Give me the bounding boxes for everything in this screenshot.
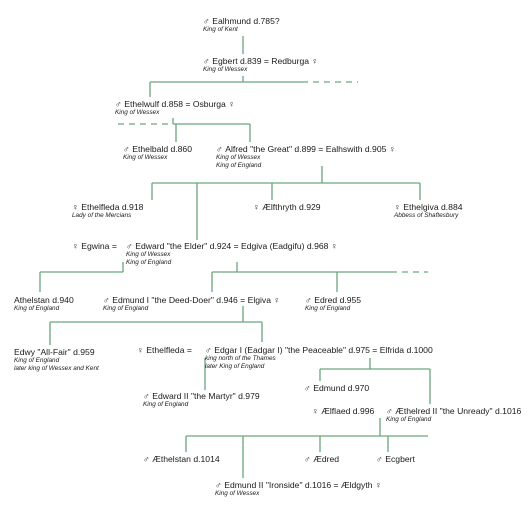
female-symbol-icon: ♀ — [225, 99, 236, 109]
person-title: King of England — [103, 305, 149, 312]
person-title: King of Wessex — [123, 154, 168, 161]
female-symbol-icon: ♀ — [72, 241, 82, 251]
person-title: King of Wessex — [215, 490, 260, 497]
person-title: king north of the Thames — [205, 355, 276, 362]
person-ethelwulf: ♂ Ethelwulf d.858 = Osburga ♀ King of Wes… — [115, 99, 235, 117]
male-symbol-icon: ♂ — [103, 295, 113, 305]
male-symbol-icon: ♂ — [215, 480, 225, 490]
female-symbol-icon: ♀ — [394, 202, 404, 212]
person-title: later King of England — [205, 363, 265, 370]
person-title: later king of Wessex and Kent — [14, 365, 99, 372]
person-title: King of Wessex — [126, 251, 171, 258]
person-title: King of Kent — [203, 26, 238, 33]
person-title: King of England — [14, 305, 60, 312]
person-edmund-i: ♂ Edmund I "the Deed-Doer" d.946 = Elgiv… — [103, 295, 280, 313]
person-egbert: ♂ Egbert d.839 = Redburga ♀ King of Wesse… — [203, 56, 318, 74]
person-name: Edmund I "the Deed-Doer" d.946 = Elgiva — [112, 295, 271, 305]
male-symbol-icon: ♂ — [386, 406, 396, 416]
female-symbol-icon: ♀ — [137, 345, 147, 355]
person-name: Ethelfleda = — [146, 345, 192, 355]
female-symbol-icon: ♀ — [271, 295, 281, 305]
person-name: Edwy "All-Fair" d.959 — [14, 347, 95, 357]
male-symbol-icon: ♂ — [123, 144, 133, 154]
female-symbol-icon: ♀ — [72, 202, 82, 212]
person-name: Edward "the Elder" d.924 = Edgiva (Eadgi… — [135, 241, 329, 251]
female-symbol-icon: ♀ — [309, 56, 319, 66]
person-name: Ædred — [313, 454, 340, 464]
female-symbol-icon: ♀ — [372, 480, 382, 490]
person-ethelred-a: ♀ Ælflaed d.996 — [312, 406, 374, 416]
person-title: King of England — [126, 259, 172, 266]
person-edward-elder-b: ♂ Edward "the Elder" d.924 = Edgiva (Ead… — [126, 241, 338, 267]
person-aethelstan: ♂ Æthelstan d.1014 — [143, 454, 220, 464]
person-edmund-970: ♂ Edmund d.970 — [304, 383, 369, 393]
person-title: King of Wessex — [203, 66, 248, 73]
person-alfred: ♂ Alfred "the Great" d.899 = Ealhswith d… — [216, 144, 396, 170]
person-edgar-b: ♂ Edgar I (Eadgar I) "the Peaceable" d.9… — [205, 345, 433, 371]
person-title: King of England — [305, 305, 351, 312]
person-title: King of England — [216, 162, 262, 169]
person-name: Edred d.955 — [314, 295, 362, 305]
person-name: Ethelfleda d.918 — [81, 202, 144, 212]
person-aelfthryth: ♀ Ælfthryth d.929 — [253, 202, 321, 212]
person-name: Ecgbert — [385, 454, 415, 464]
person-title: Abbess of Shaftesbury — [394, 212, 459, 219]
person-name: Ethelwulf d.858 = Osburga — [124, 99, 226, 109]
male-symbol-icon: ♂ — [376, 454, 386, 464]
male-symbol-icon: ♂ — [305, 295, 315, 305]
male-symbol-icon: ♂ — [203, 16, 213, 26]
person-name: Edmund d.970 — [313, 383, 370, 393]
male-symbol-icon: ♂ — [143, 391, 153, 401]
person-edmund-ii: ♂ Edmund II "Ironside" d.1016 = Ældgyth … — [215, 480, 382, 498]
person-name: Ælflaed d.996 — [321, 406, 375, 416]
person-name: Æthelstan d.1014 — [152, 454, 220, 464]
male-symbol-icon: ♂ — [115, 99, 125, 109]
male-symbol-icon: ♂ — [304, 454, 314, 464]
person-name: Egwina = — [81, 241, 117, 251]
person-ecgbert: ♂ Ecgbert — [376, 454, 415, 464]
person-title: King of England — [386, 416, 432, 423]
female-symbol-icon: ♀ — [386, 144, 396, 154]
person-aedred: ♂ Ædred — [304, 454, 339, 464]
female-symbol-icon: ♀ — [253, 202, 263, 212]
female-symbol-icon: ♀ — [328, 241, 338, 251]
person-name: Ethelbald d.860 — [132, 144, 192, 154]
person-name: Ealhmund d.785? — [212, 16, 280, 26]
person-name: Egbert d.839 = Redburga — [212, 56, 310, 66]
person-name: Athelstan d.940 — [14, 295, 74, 305]
male-symbol-icon: ♂ — [216, 144, 226, 154]
person-edgar-a: ♀ Ethelfleda = — [137, 345, 192, 355]
person-title: King of Wessex — [216, 154, 261, 161]
person-ealhmund: ♂ Ealhmund d.785?King of Kent — [203, 16, 280, 34]
male-symbol-icon: ♂ — [143, 454, 153, 464]
male-symbol-icon: ♂ — [126, 241, 136, 251]
person-name: Alfred "the Great" d.899 = Ealhswith d.9… — [225, 144, 387, 154]
person-title: King of Wessex — [115, 109, 160, 116]
male-symbol-icon: ♂ — [304, 383, 314, 393]
male-symbol-icon: ♂ — [205, 345, 215, 355]
person-name: Edward II "the Martyr" d.979 — [152, 391, 260, 401]
male-symbol-icon: ♂ — [203, 56, 213, 66]
person-title: King of England — [14, 357, 60, 364]
person-name: Edgar I (Eadgar I) "the Peaceable" d.975… — [214, 345, 433, 355]
person-name: Edmund II "Ironside" d.1016 = Ældgyth — [224, 480, 373, 490]
person-name: Æthelred II "the Unready" d.1016 — [395, 406, 522, 416]
female-symbol-icon: ♀ — [312, 406, 322, 416]
person-name: Ethelgiva d.884 — [403, 202, 463, 212]
person-title: King of England — [143, 401, 189, 408]
person-title: Lady of the Mercians — [72, 212, 132, 219]
person-name: Ælfthryth d.929 — [262, 202, 321, 212]
person-edward-elder-a: ♀ Egwina = — [72, 241, 117, 251]
